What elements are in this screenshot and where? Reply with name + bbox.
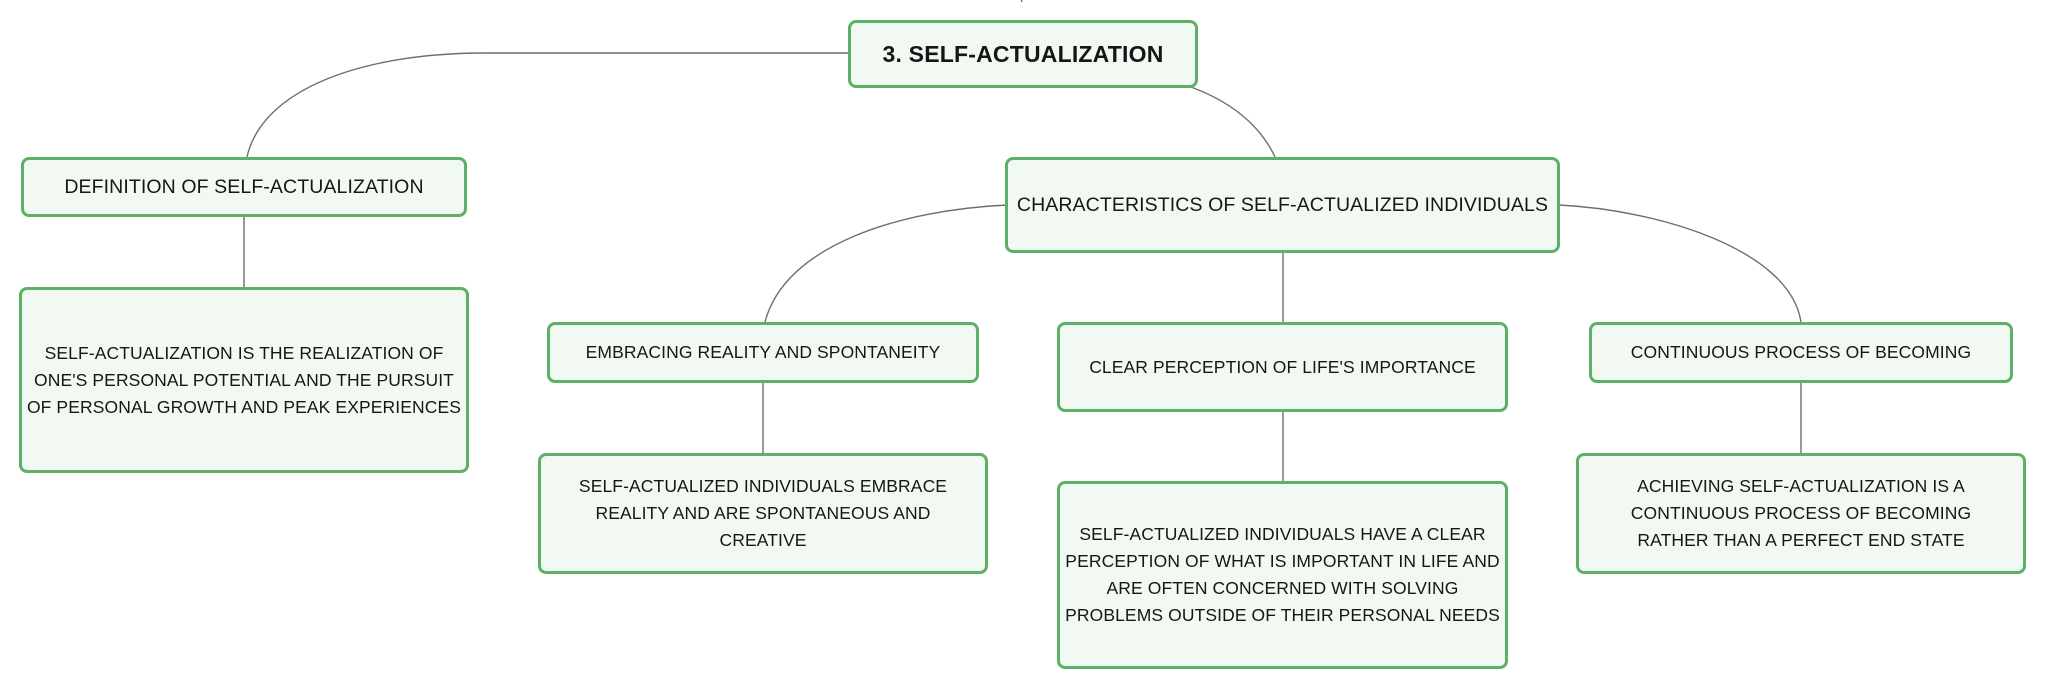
subtopic-continuous-becoming-detail-text: ACHIEVING SELF-ACTUALIZATION IS A CONTIN… <box>1630 476 1972 550</box>
topic-definition-detail-text: SELF-ACTUALIZATION IS THE REALIZATION OF… <box>26 342 462 417</box>
subtopic-continuous-becoming[interactable]: CONTINUOUS PROCESS OF BECOMING <box>1589 322 2013 383</box>
subtopic-continuous-becoming-label: CONTINUOUS PROCESS OF BECOMING <box>1630 342 1972 362</box>
root-topic-self-actualization[interactable]: 3. SELF-ACTUALIZATION <box>848 20 1198 88</box>
subtopic-embracing-reality-label: EMBRACING REALITY AND SPONTANEITY <box>585 342 941 362</box>
subtopic-continuous-becoming-detail[interactable]: ACHIEVING SELF-ACTUALIZATION IS A CONTIN… <box>1576 453 2026 574</box>
subtopic-embracing-reality[interactable]: EMBRACING REALITY AND SPONTANEITY <box>547 322 979 383</box>
subtopic-embracing-reality-detail-text: SELF-ACTUALIZED INDIVIDUALS EMBRACE REAL… <box>578 476 948 550</box>
subtopic-embracing-reality-detail[interactable]: SELF-ACTUALIZED INDIVIDUALS EMBRACE REAL… <box>538 453 988 574</box>
connector-root-to-characteristics <box>1184 84 1276 158</box>
connector-parent-link <box>1020 0 1023 3</box>
subtopic-clear-perception[interactable]: CLEAR PERCEPTION OF LIFE'S IMPORTANCE <box>1057 322 1508 412</box>
topic-characteristics[interactable]: CHARACTERISTICS OF SELF-ACTUALIZED INDIV… <box>1005 157 1560 253</box>
subtopic-clear-perception-label: CLEAR PERCEPTION OF LIFE'S IMPORTANCE <box>1089 356 1476 377</box>
connector-root-to-definition <box>246 52 850 158</box>
topic-characteristics-label: CHARACTERISTICS OF SELF-ACTUALIZED INDIV… <box>1016 193 1549 216</box>
topic-definition-detail[interactable]: SELF-ACTUALIZATION IS THE REALIZATION OF… <box>19 287 469 473</box>
root-topic-label: 3. SELF-ACTUALIZATION <box>882 40 1164 67</box>
topic-definition[interactable]: DEFINITION OF SELF-ACTUALIZATION <box>21 157 467 217</box>
connector-characteristics-to-continuous <box>1558 204 1802 323</box>
connector-characteristics-to-embracing <box>764 204 1008 323</box>
subtopic-clear-perception-detail[interactable]: SELF-ACTUALIZED INDIVIDUALS HAVE A CLEAR… <box>1057 481 1508 669</box>
topic-definition-label: DEFINITION OF SELF-ACTUALIZATION <box>64 175 424 198</box>
subtopic-clear-perception-detail-text: SELF-ACTUALIZED INDIVIDUALS HAVE A CLEAR… <box>1065 524 1500 625</box>
